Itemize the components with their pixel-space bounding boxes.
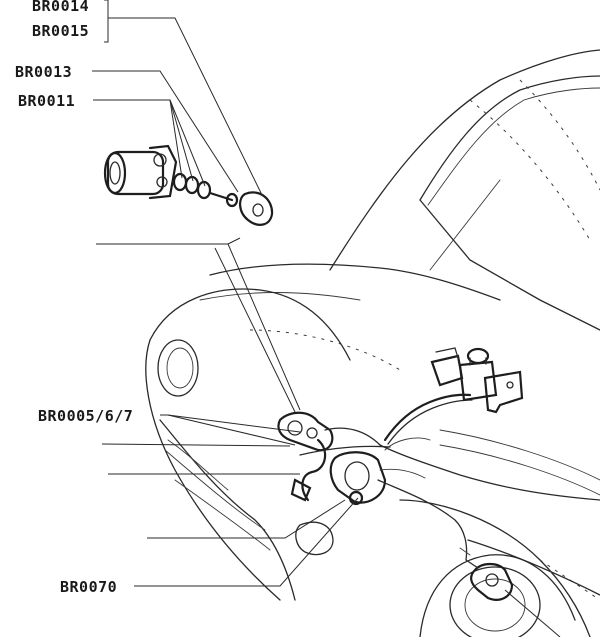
callouts: BR0014 BR0015 BR0013 BR0011 BR0005/6/7 B… bbox=[15, 0, 133, 596]
callout-br0015: BR0015 bbox=[32, 22, 89, 40]
callout-br0005: BR0005/6/7 bbox=[38, 407, 133, 425]
callout-br0014: BR0014 bbox=[32, 0, 89, 15]
inset-projection bbox=[96, 237, 301, 413]
leader-lines bbox=[92, 0, 561, 637]
inset-exploded-cylinder bbox=[103, 144, 274, 226]
car-body bbox=[145, 49, 600, 637]
callout-br0070: BR0070 bbox=[60, 578, 117, 596]
callout-br0011: BR0011 bbox=[18, 92, 75, 110]
brake-assembly bbox=[277, 347, 600, 601]
callout-br0013: BR0013 bbox=[15, 63, 72, 81]
